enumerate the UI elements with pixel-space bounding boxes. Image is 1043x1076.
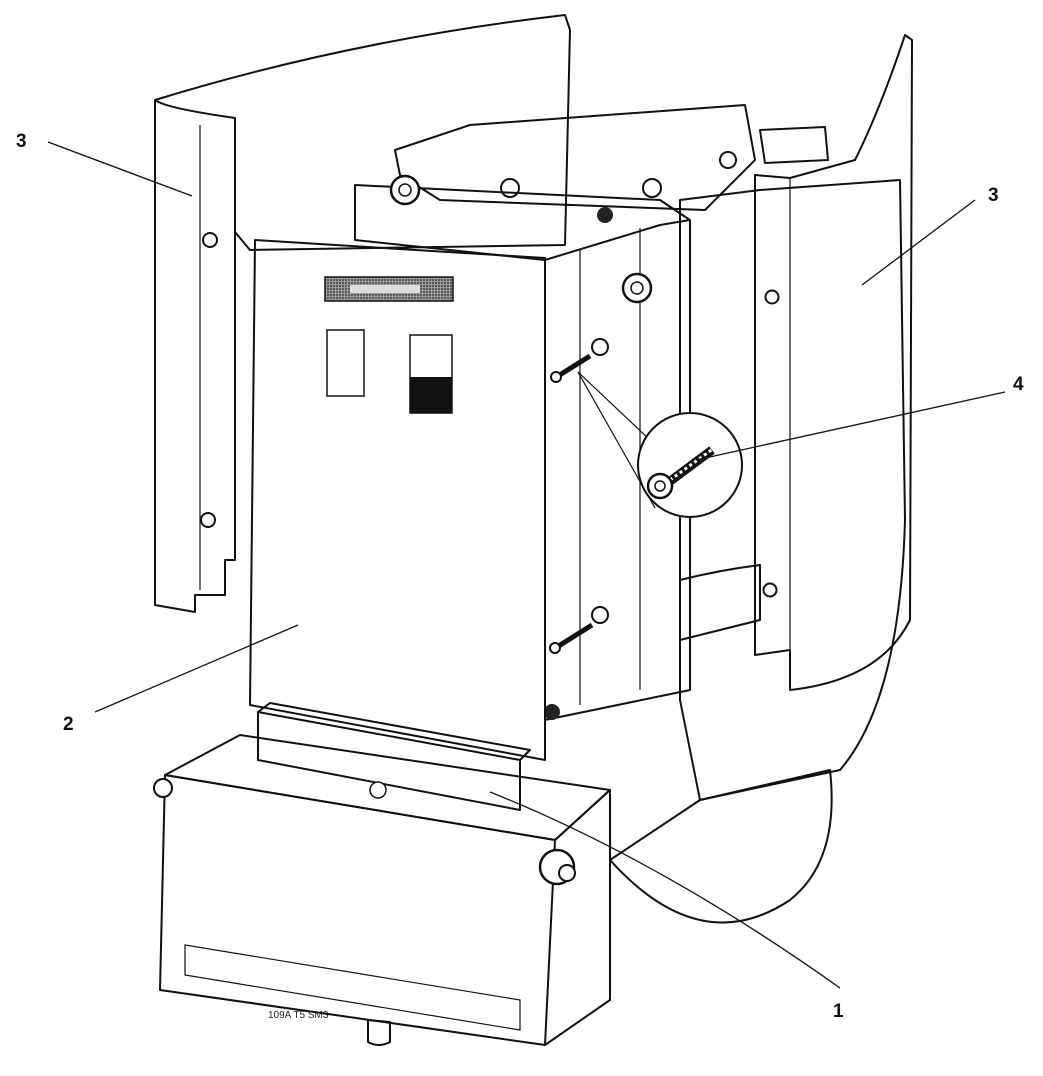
screw-detail-magnifier xyxy=(577,371,743,518)
leader-line-3-right xyxy=(861,199,976,286)
left-shield-hole-upper xyxy=(202,232,218,248)
cover-bolt-2 xyxy=(642,178,662,198)
bottom-strip xyxy=(257,711,521,811)
callout-2: 2 xyxy=(63,714,74,735)
cover-bolt-3 xyxy=(719,151,737,169)
base-shaft xyxy=(367,1019,391,1046)
cover-bolt-1 xyxy=(500,178,520,198)
callout-3-right: 3 xyxy=(988,185,999,206)
base-knob-left xyxy=(153,778,173,798)
panel-window-left xyxy=(326,329,365,397)
callout-3-left: 3 xyxy=(16,131,27,152)
central-module xyxy=(354,174,691,721)
top-cover-plate xyxy=(394,104,756,211)
front-panel xyxy=(249,239,546,761)
top-right-block xyxy=(759,126,829,164)
lower-screw xyxy=(549,606,609,654)
callout-1: 1 xyxy=(833,1001,844,1022)
leader-line-3-left xyxy=(47,141,193,197)
upper-screw xyxy=(550,338,609,383)
right-shield-hole-lower xyxy=(762,582,778,598)
reference-code: 109A T5 SM3 xyxy=(268,1010,329,1021)
ring-element xyxy=(679,564,761,641)
leader-line-4 xyxy=(695,391,1006,461)
left-shield-hole-lower xyxy=(200,512,216,528)
callout-4: 4 xyxy=(1013,374,1024,395)
leader-line-1 xyxy=(489,791,841,989)
base-block xyxy=(153,734,611,1046)
right-shield xyxy=(754,34,913,691)
left-shield xyxy=(154,14,571,613)
base-drum xyxy=(609,769,833,924)
leader-line-2 xyxy=(94,624,299,713)
right-shield-hole-upper xyxy=(764,289,780,305)
lower-port xyxy=(544,704,560,720)
rear-casing xyxy=(679,179,906,801)
